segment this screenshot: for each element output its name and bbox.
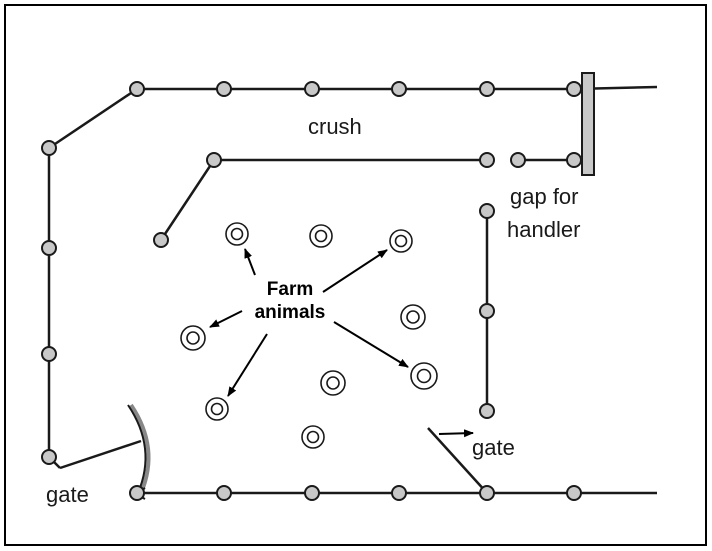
animals-label: animals: [255, 302, 326, 323]
animal-icon: [225, 222, 249, 246]
animal-icon: [320, 370, 346, 396]
fence-post: [479, 203, 495, 219]
arrow-to-animal: [227, 333, 268, 397]
fence-post: [479, 485, 495, 501]
animal-icon: [301, 425, 325, 449]
animal-icon: [389, 229, 413, 253]
right-gate-leaf: [427, 427, 488, 494]
fence-post: [129, 81, 145, 97]
fence-post: [129, 485, 145, 501]
fence-post: [510, 152, 526, 168]
arrow-to-animal: [333, 321, 409, 368]
fence-post: [566, 485, 582, 501]
handler-gate-bar: [581, 72, 595, 176]
gap-for-label: gap for: [510, 184, 579, 209]
left-gate-label: gate: [46, 482, 89, 507]
fence-post: [391, 81, 407, 97]
left-gate-leaf: [59, 439, 142, 470]
fence-post: [41, 346, 57, 362]
fence-post: [304, 485, 320, 501]
arrow-to-animal: [244, 248, 256, 276]
fence-post: [566, 81, 582, 97]
pointer-arrows: [209, 248, 474, 438]
arrow-to-animal: [209, 310, 243, 328]
farm-animals: [180, 222, 438, 449]
arrow-to-animal: [322, 249, 388, 293]
animal-icon: [309, 224, 333, 248]
right-gate-label: gate: [472, 435, 515, 460]
animal-icon: [205, 397, 229, 421]
fence-lines: [47, 85, 658, 495]
fence-post: [566, 152, 582, 168]
fence-post: [479, 303, 495, 319]
fence-post: [479, 81, 495, 97]
fence-post: [41, 240, 57, 256]
left-gate-arc: [127, 404, 147, 494]
left-gate-arc-shadow: [129, 403, 151, 494]
fence-post: [153, 232, 169, 248]
fence-post: [41, 140, 57, 156]
frame-border: [4, 4, 707, 546]
fence-post: [216, 81, 232, 97]
animal-icon: [400, 304, 426, 330]
arrow-to-gate: [438, 429, 474, 438]
fence-post: [216, 485, 232, 501]
farm-label: Farm: [267, 279, 313, 300]
fence-post: [391, 485, 407, 501]
fence-post: [479, 403, 495, 419]
fence-post: [206, 152, 222, 168]
animal-icon: [410, 362, 438, 390]
fence-posts: [41, 81, 582, 501]
animal-icon: [180, 325, 206, 351]
fence-post: [304, 81, 320, 97]
crush-label: crush: [308, 114, 362, 139]
fence-post: [41, 449, 57, 465]
handler-label: handler: [507, 217, 580, 242]
top-fence: [48, 85, 658, 150]
fence-post: [479, 152, 495, 168]
